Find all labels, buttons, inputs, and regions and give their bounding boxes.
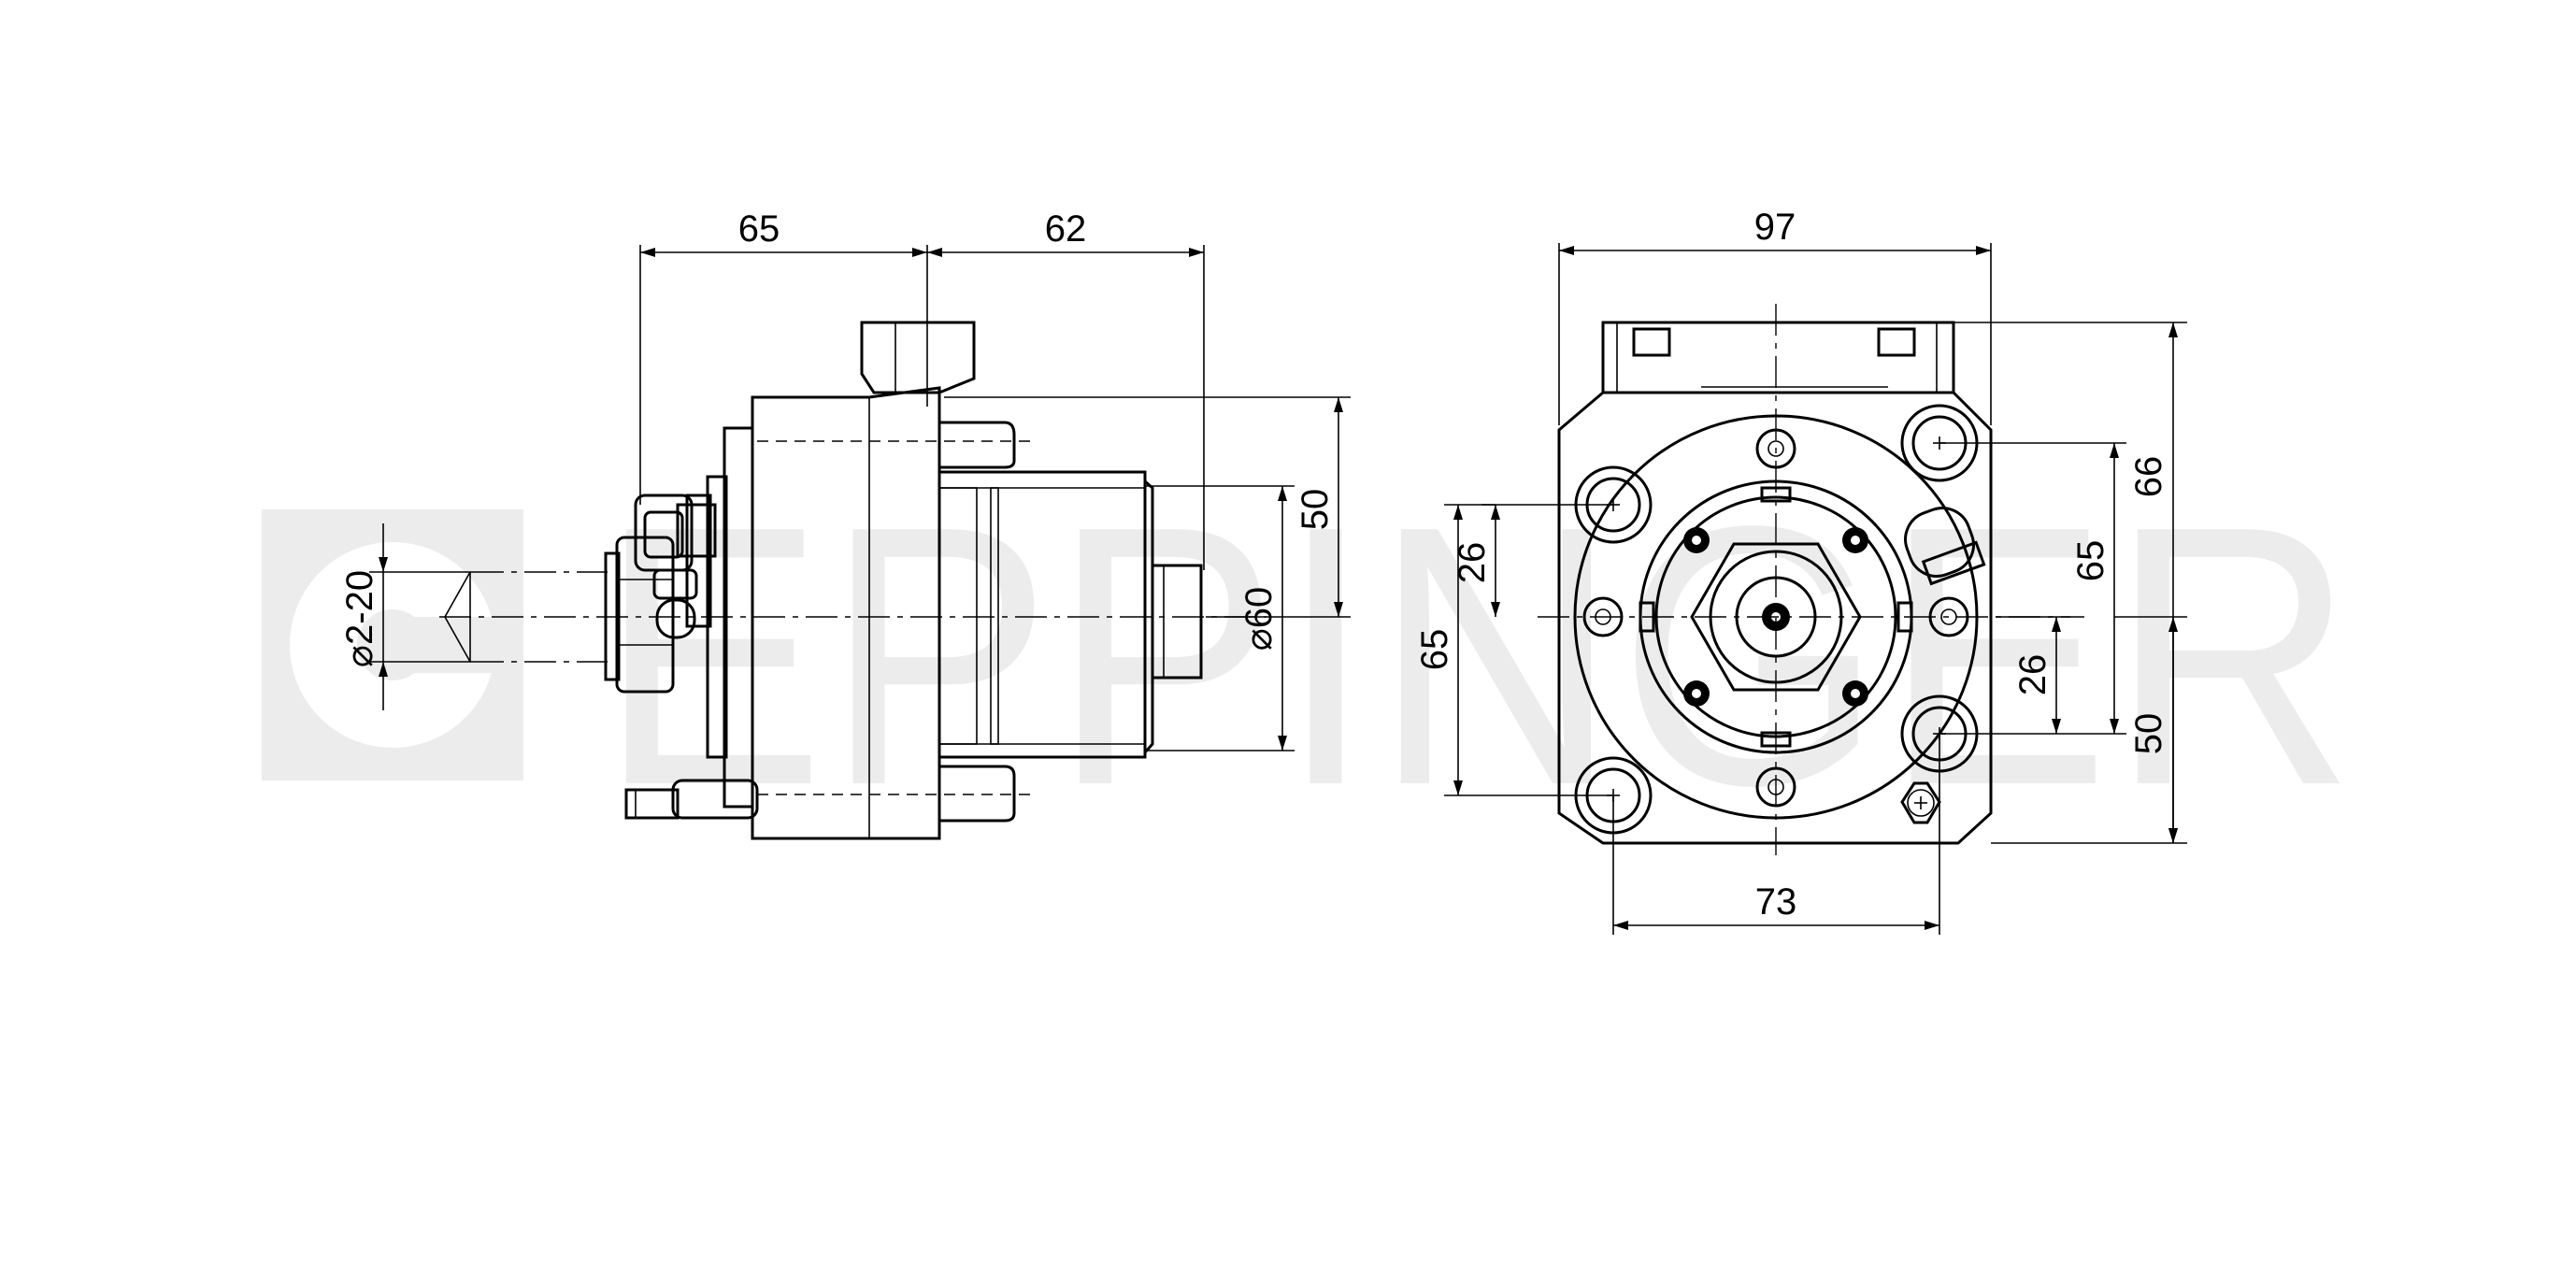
front-view-dimensions: 97 66 65 50 26 26 65 73 [1414,207,2187,935]
dim-length-front: 65 [738,208,780,250]
dim-clamping-range: ⌀2-20 [339,570,380,667]
dim-bolt-spacing-bottom: 73 [1755,881,1797,923]
side-view [439,321,1267,840]
dim-height-total: 66 [2128,456,2169,498]
side-view-dimensions: 65 62 50 ⌀60 ⌀2-20 [339,208,1351,751]
front-view [1538,304,2084,855]
dim-height-upper: 50 [1295,489,1336,531]
dim-length-rear: 62 [1045,208,1087,250]
dim-diameter-body: ⌀60 [1238,587,1280,651]
dim-offset-right: 26 [2012,654,2054,696]
eppinger-logo-icon [262,509,523,780]
dim-bolt-lower-right: 50 [2128,713,2169,755]
watermark: EPPINGER [262,449,2355,862]
dim-width-total: 97 [1754,207,1796,248]
dim-bolt-pitch-right: 65 [2070,540,2111,582]
watermark-text: EPPINGER [598,449,2355,862]
dim-bolt-pitch-left: 65 [1414,629,1455,671]
